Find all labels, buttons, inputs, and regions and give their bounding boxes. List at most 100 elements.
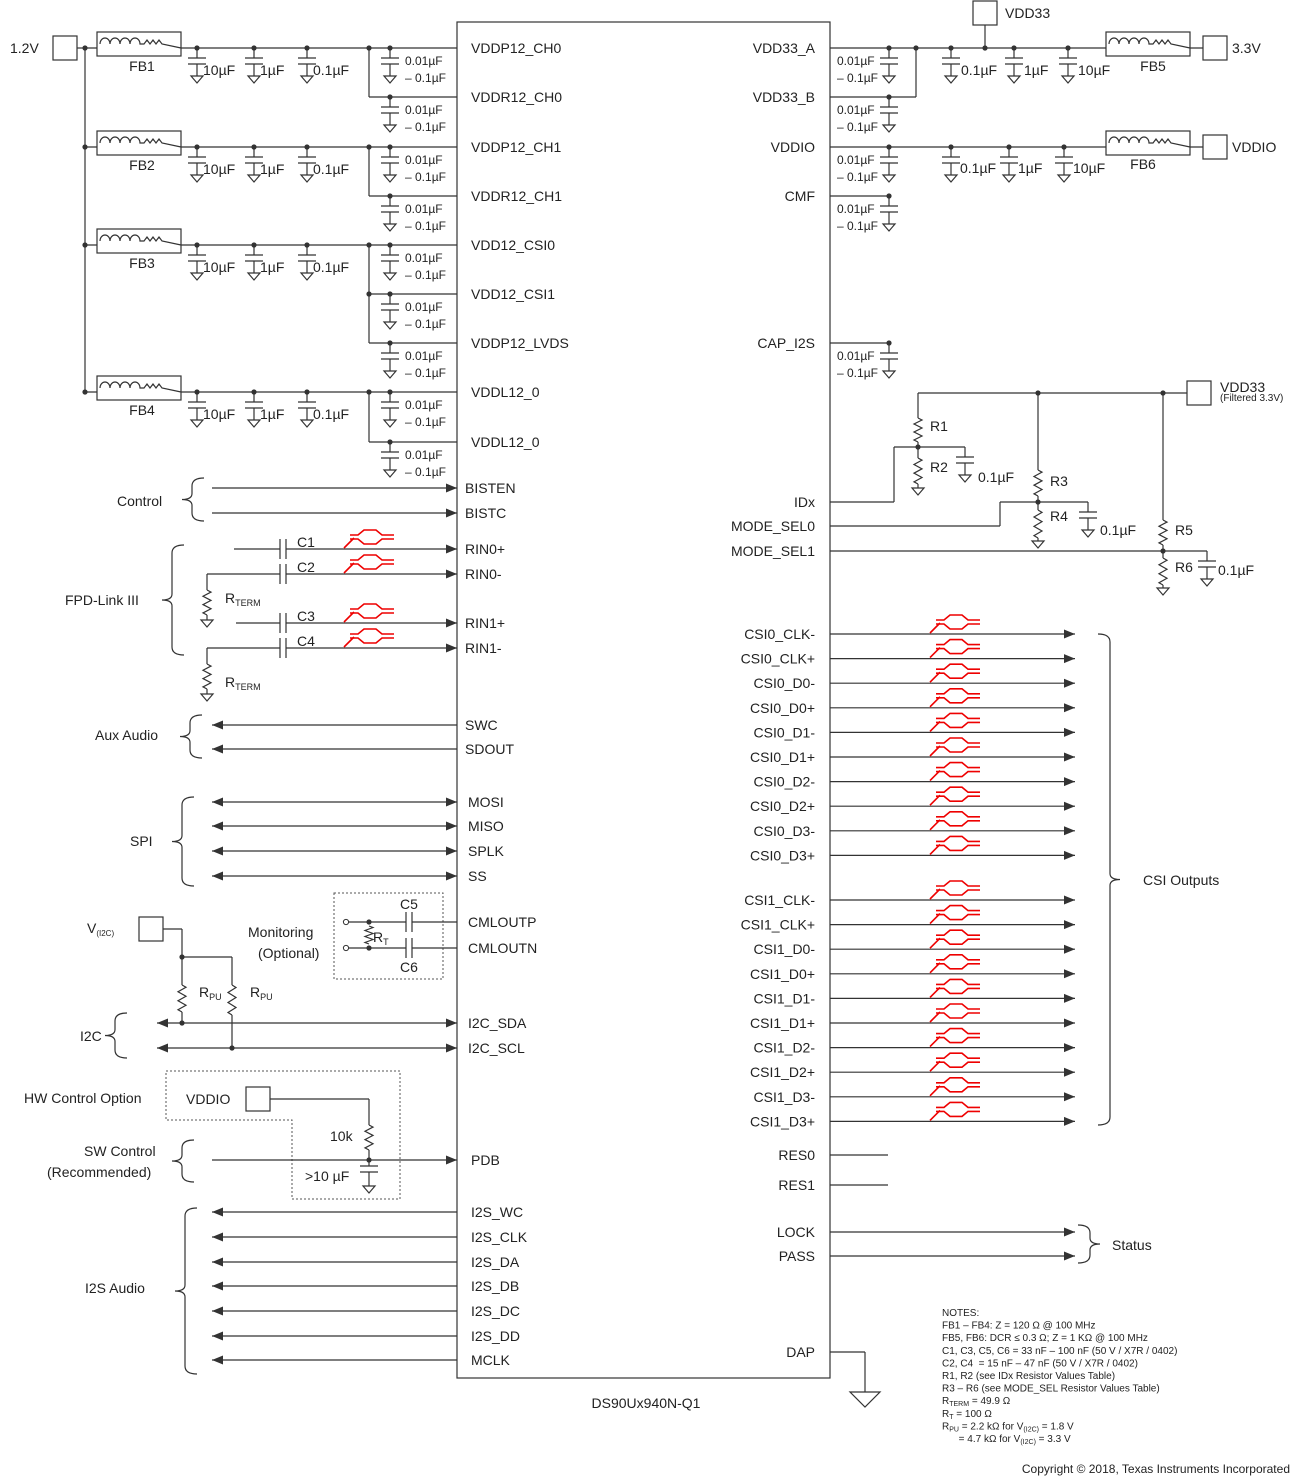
signal-integrity-icon xyxy=(936,904,980,921)
ferrite-bead-icon xyxy=(96,375,182,401)
signal-integrity-icon xyxy=(936,1052,980,1068)
capacitor-label: 0.1µF xyxy=(313,259,349,275)
note-subscript: (I2C) xyxy=(1023,1426,1039,1433)
right-pin-label: CSI1_D2+ xyxy=(750,1064,815,1080)
test-point xyxy=(342,944,350,952)
vddio-label: VDDIO xyxy=(186,1091,230,1107)
arrow-right-icon xyxy=(1064,1251,1075,1261)
arrow-left-icon xyxy=(212,1257,223,1267)
arrow-right-icon xyxy=(446,871,457,881)
right-pin-label: CSI1_D0+ xyxy=(750,966,815,982)
left-pin-label: VDDP12_LVDS xyxy=(471,335,569,351)
note-text: R xyxy=(942,1396,949,1407)
arrow-right-icon xyxy=(1064,920,1075,930)
arrow-right-icon xyxy=(446,618,457,628)
group-label-hw-control: HW Control Option xyxy=(24,1090,141,1106)
capacitor-label: 0.1µF xyxy=(313,406,349,422)
rterm-label: RTERM xyxy=(225,674,261,692)
label-main: R xyxy=(373,929,383,945)
signal-integrity-icon xyxy=(936,737,980,753)
resistor-label: R1 xyxy=(930,418,948,434)
trace xyxy=(929,745,941,757)
note-text: R xyxy=(942,1421,949,1432)
label-subscript: (I2C) xyxy=(96,929,114,938)
trace xyxy=(929,1085,941,1097)
arrow-right-icon xyxy=(1064,993,1075,1003)
note-subscript: PU xyxy=(949,1426,959,1433)
capacitor-label: – 0.1µF xyxy=(405,366,446,380)
capacitor-label: – 0.1µF xyxy=(837,366,878,380)
arrow-left-icon xyxy=(212,797,223,807)
ground-icon xyxy=(382,124,398,133)
input-1v2-box xyxy=(52,35,78,61)
arrow-right-icon xyxy=(1064,969,1075,979)
resistor-icon xyxy=(363,1124,375,1151)
left-pin-label: VDDR12_CH1 xyxy=(471,188,562,204)
label-main: R xyxy=(250,984,260,1000)
trace xyxy=(929,913,941,925)
rt-label: RT xyxy=(373,929,389,947)
ground-icon xyxy=(382,469,398,478)
arrow-right-icon xyxy=(446,508,457,518)
group-label-monitoring: Monitoring xyxy=(248,924,313,940)
arrow-right-icon xyxy=(1064,1116,1075,1126)
left-pin-label: RIN0+ xyxy=(465,541,505,557)
trace xyxy=(929,647,941,659)
ground-icon xyxy=(1030,540,1046,549)
arrow-right-icon xyxy=(446,569,457,579)
note-text: = 2.2 kΩ for V xyxy=(959,1421,1024,1432)
signal-integrity-icon xyxy=(936,761,980,778)
signal-integrity-icon xyxy=(350,554,394,570)
capacitor-label: C2 xyxy=(297,559,315,575)
capacitor-label: 10µF xyxy=(203,62,235,78)
arrow-right-icon xyxy=(1064,752,1075,762)
trace xyxy=(929,888,941,900)
ground-icon xyxy=(189,174,205,183)
resistor-label: R5 xyxy=(1175,522,1193,538)
capacitor-label: – 0.1µF xyxy=(405,268,446,282)
note-text: FB5, FB6: DCR ≤ 0.3 Ω; Z = 1 KΩ @ 100 MH… xyxy=(942,1333,1148,1344)
ground-icon xyxy=(382,272,398,281)
ground-icon xyxy=(299,419,315,428)
right-pin-label: VDD33_B xyxy=(753,89,815,105)
capacitor-label: 0.01µF xyxy=(405,398,443,412)
left-pin-label: MOSI xyxy=(468,794,504,810)
capacitor-label: 1µF xyxy=(1018,160,1042,176)
note-text: R3 – R6 (see MODE_SEL Resistor Values Ta… xyxy=(942,1384,1160,1395)
capacitor-label: – 0.1µF xyxy=(837,170,878,184)
ground-icon xyxy=(881,124,897,133)
left-pin-label: VDDP12_CH0 xyxy=(471,40,561,56)
right-pin-label: CSI0_D1- xyxy=(754,724,816,740)
ground-icon xyxy=(881,223,897,232)
note-line: RT = 100 Ω xyxy=(942,1409,992,1421)
ground-icon xyxy=(189,75,205,84)
ground-icon xyxy=(1056,174,1072,183)
note-line: R1, R2 (see IDx Resistor Values Table) xyxy=(942,1371,1115,1382)
arrow-left-icon xyxy=(212,1331,223,1341)
right-pin-label: PASS xyxy=(779,1248,815,1264)
rterm-label: RTERM xyxy=(225,590,261,608)
vi2c-box xyxy=(138,916,164,942)
ground-icon xyxy=(881,174,897,183)
label-main: R xyxy=(199,984,209,1000)
capacitor-label: 0.01µF xyxy=(405,300,443,314)
signal-integrity-icon xyxy=(350,603,394,619)
note-subscript: (I2C) xyxy=(1020,1439,1036,1446)
capacitor-label: – 0.1µF xyxy=(837,120,878,134)
inductor-icon xyxy=(99,37,182,49)
ground-icon xyxy=(382,321,398,330)
resistor-icon xyxy=(176,984,188,1013)
inductor-icon xyxy=(99,234,182,246)
arrow-right-icon xyxy=(1064,703,1075,713)
right-pin-label: CSI1_D3- xyxy=(754,1089,816,1105)
trace xyxy=(929,986,941,998)
capacitor-label: 1µF xyxy=(260,161,284,177)
left-pin-label: RIN1- xyxy=(465,640,502,656)
junction-dot xyxy=(982,45,988,51)
arrow-right-icon xyxy=(1064,629,1075,639)
note-line: = 4.7 kΩ for V(I2C) = 3.3 V xyxy=(942,1434,1071,1446)
resistor-label: R6 xyxy=(1175,559,1193,575)
arrow-left-icon xyxy=(212,821,223,831)
group-label-sw-recommended: (Recommended) xyxy=(47,1164,151,1180)
left-pin-label: VDDP12_CH1 xyxy=(471,139,561,155)
